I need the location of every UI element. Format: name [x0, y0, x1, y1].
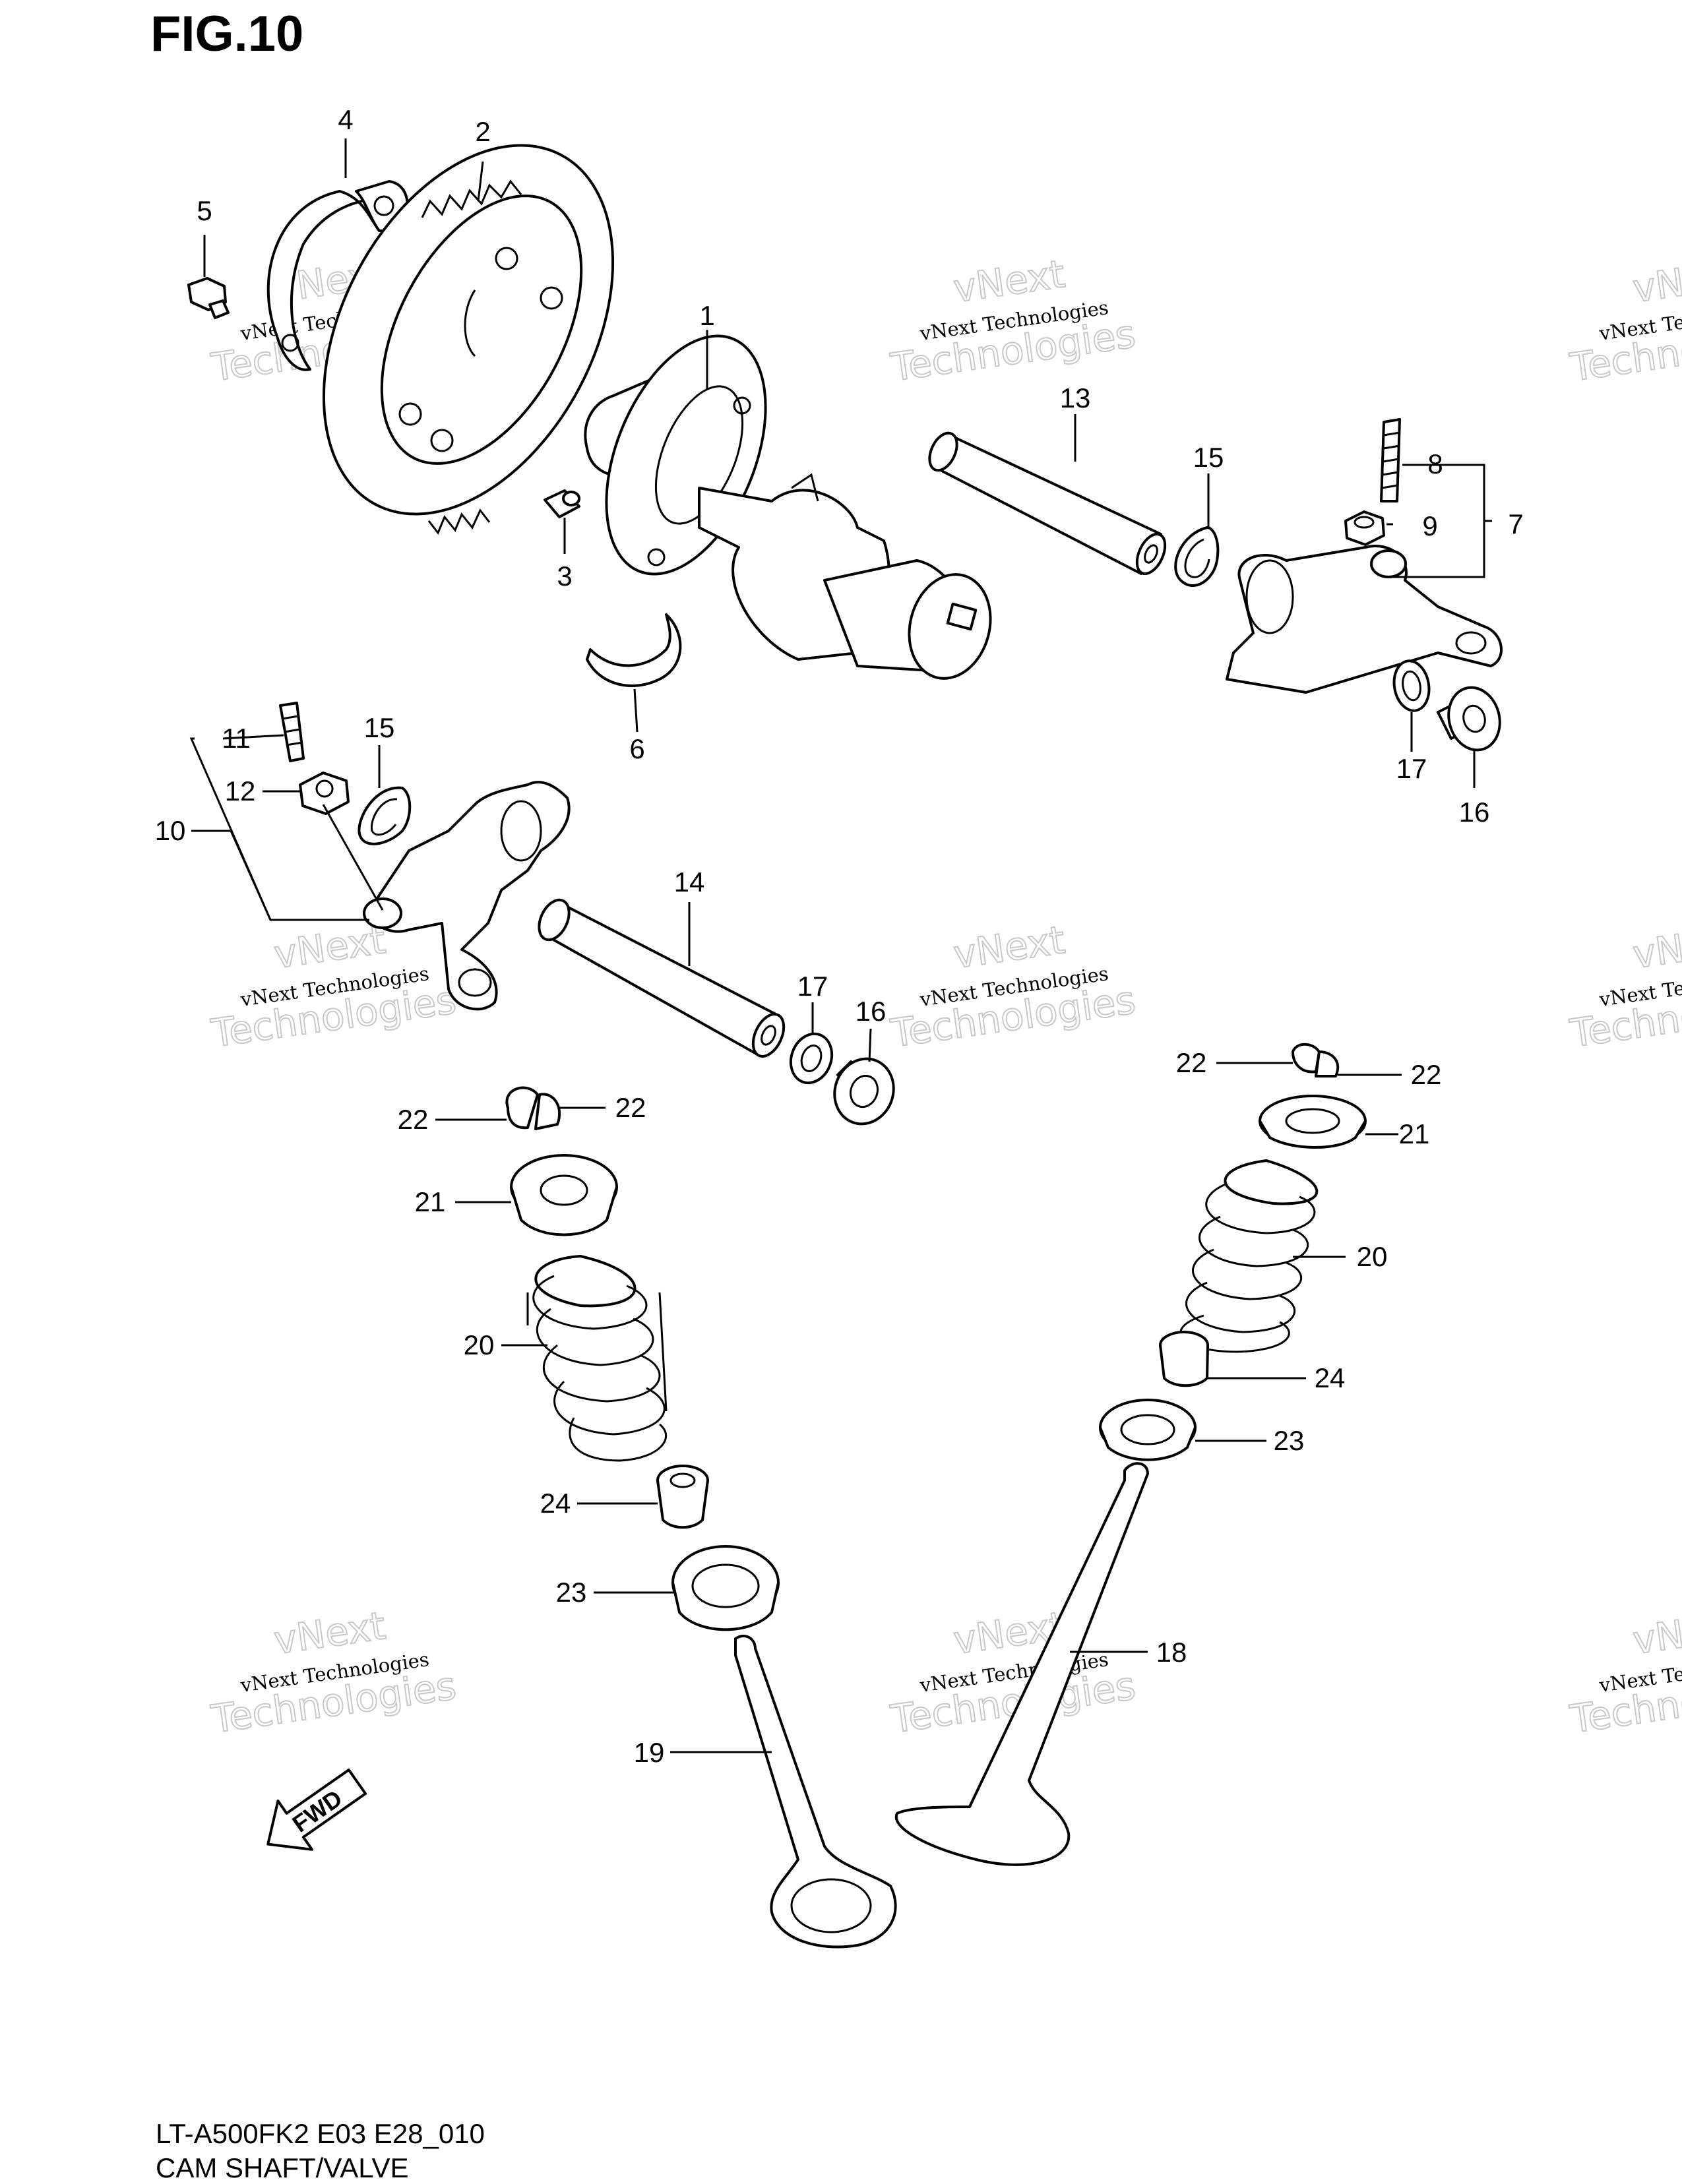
callout-label: 10: [155, 815, 186, 846]
watermark-vnext: vNext: [271, 917, 388, 977]
leader-lines: [189, 138, 1492, 1753]
callout-label: 4: [338, 104, 353, 135]
watermark-vnext: vNext: [950, 917, 1067, 977]
callout-label: 7: [1508, 508, 1523, 539]
callout-label: 12: [225, 775, 256, 806]
part-8-adjuster-screw: [1380, 418, 1401, 502]
part-14-rocker-shaft: [538, 898, 786, 1058]
callout-label: 1: [699, 300, 714, 331]
part-21-retainer-right: [1259, 1095, 1367, 1149]
part-6-half-washer: [586, 613, 682, 687]
callout-label: 18: [1156, 1637, 1187, 1668]
fwd-arrow-icon: FWD: [266, 1768, 367, 1851]
callout-label: 24: [1315, 1362, 1346, 1393]
part-7-rocker-arm: [1226, 545, 1503, 694]
callout-label: 17: [797, 971, 828, 1002]
part-24-seal-left: [656, 1465, 709, 1529]
part-19-valve-left: [734, 1635, 897, 1949]
part-12-lock-nut: [299, 772, 350, 815]
part-23-seat-right: [1099, 1399, 1197, 1461]
watermark: vNext Technologies vNext Technologies: [1567, 917, 1682, 1056]
callout-label: 22: [398, 1104, 429, 1135]
callout-label: 24: [540, 1488, 571, 1519]
callout-label: 21: [1399, 1118, 1430, 1149]
callout-label: 16: [1459, 797, 1490, 828]
part-3-pin: [544, 489, 580, 518]
part-11-adjuster-screw: [279, 702, 305, 762]
callout-label: 14: [674, 866, 705, 897]
callout-label: 15: [364, 712, 395, 743]
part-20-spring-left: [526, 1255, 668, 1462]
part-10-rocker-arm: [363, 781, 571, 1011]
callout-label: 8: [1427, 448, 1443, 479]
callout-label: 3: [557, 561, 572, 592]
part-24-seal-right: [1159, 1331, 1209, 1387]
callout-label: 15: [1193, 442, 1224, 473]
callout-label: 23: [1274, 1425, 1305, 1456]
callout-label: 22: [615, 1092, 646, 1123]
callouts: 1 2 3 4 5 6 7 8 9 10 11 12 13 14 15 15 1…: [155, 104, 1524, 1768]
callout-label: 22: [1411, 1059, 1442, 1090]
part-23-seat-left: [671, 1545, 780, 1631]
callout-label: 9: [1422, 510, 1437, 541]
part-16-plug-bolt-left: [833, 1057, 895, 1126]
model-code: LT-A500FK2 E03 E28_010: [156, 2118, 485, 2149]
part-17-washer-left: [789, 1032, 834, 1085]
part-1-camshaft: [584, 334, 992, 680]
watermark-vnext: vNext: [271, 1603, 388, 1663]
callout-label: 17: [1396, 753, 1427, 784]
watermark-vnext: vNext: [1630, 251, 1682, 311]
watermark-vnext: vNext: [950, 251, 1067, 311]
watermark: vNext Technologies vNext Technologies: [1567, 251, 1682, 390]
watermark: vNext Technologies vNext Technologies: [208, 1602, 459, 1742]
watermark: vNext Technologies vNext Technologies: [208, 917, 459, 1056]
part-21-retainer-left: [510, 1154, 618, 1236]
callout-label: 21: [415, 1186, 446, 1217]
part-9-lock-nut: [1344, 510, 1385, 546]
watermark: vNext Technologies vNext Technologies: [887, 917, 1138, 1056]
callout-label: 6: [629, 733, 644, 764]
part-15-o-ring-right: [1174, 526, 1220, 588]
callout-label: 20: [464, 1329, 495, 1360]
callout-label: 13: [1060, 382, 1091, 413]
diagram-caption: CAM SHAFT/VALVE: [156, 2152, 409, 2183]
watermark-vnext: vNext: [1630, 917, 1682, 977]
part-2-sprocket: [322, 144, 615, 535]
part-13-rocker-shaft: [928, 431, 1167, 575]
callout-label: 23: [556, 1577, 587, 1608]
part-22-cotters-right: [1292, 1043, 1340, 1077]
part-15-o-ring-left: [358, 786, 412, 845]
callout-label: 2: [475, 116, 490, 147]
callout-label: 20: [1357, 1241, 1388, 1272]
figure-title: FIG.10: [150, 6, 304, 62]
part-22-cotters-left: [505, 1086, 561, 1130]
part-18-valve-right: [894, 1462, 1149, 1866]
watermark-vnext: vNext: [1630, 1603, 1682, 1663]
watermark: vNext Technologies vNext Technologies: [1567, 1602, 1682, 1742]
callout-label: 5: [197, 195, 212, 226]
part-17-washer-right: [1392, 659, 1431, 712]
callout-label: 22: [1176, 1047, 1207, 1078]
callout-label: 11: [222, 723, 251, 754]
callout-label: 16: [856, 996, 887, 1027]
callout-label: 19: [634, 1737, 665, 1768]
part-5-bolt: [187, 277, 230, 319]
watermark: vNext Technologies vNext Technologies: [887, 251, 1138, 390]
part-16-plug-bolt-right: [1437, 686, 1501, 752]
watermark: vNext Technologies vNext Technologies: [887, 1602, 1138, 1742]
part-20-spring-right: [1179, 1159, 1319, 1353]
